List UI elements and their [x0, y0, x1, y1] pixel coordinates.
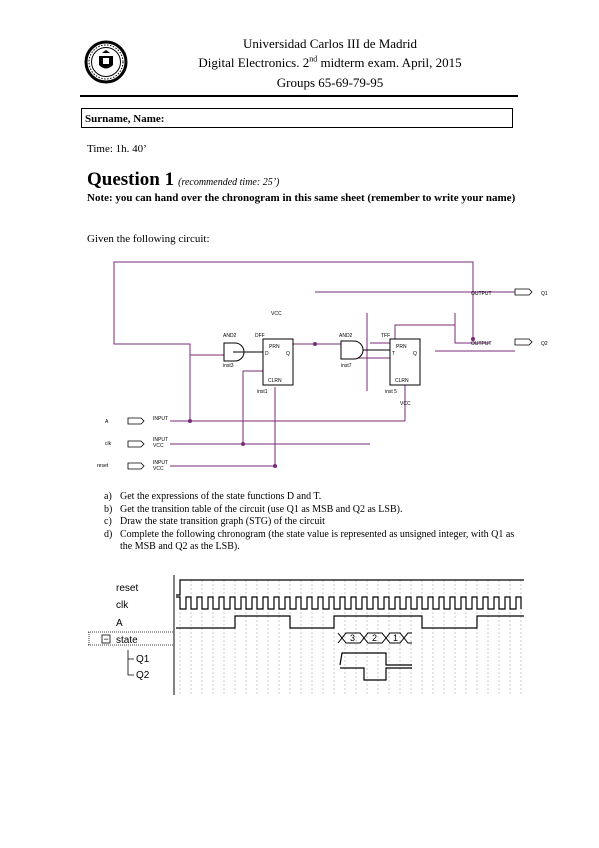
- time-limit: Time: 1h. 40’: [87, 143, 147, 155]
- collapse-state-icon: [101, 634, 111, 644]
- output-q2-symbol: OUTPUT: [471, 341, 492, 347]
- groups: Groups 65-69-79-95: [276, 75, 384, 90]
- and-gate-2: [340, 340, 364, 360]
- reset-waveform: [176, 579, 524, 596]
- dff-prn: PRN: [269, 344, 280, 350]
- a-waveform: [176, 615, 524, 629]
- tff-inst: inst 5: [385, 389, 397, 395]
- output-q1-symbol: OUTPUT: [471, 291, 492, 297]
- input-a-label: A: [105, 419, 109, 425]
- signal-reset-label: reset: [116, 583, 138, 594]
- vcc-label-1: VCC: [271, 311, 282, 317]
- gate-label-2: AND2: [339, 333, 353, 339]
- university-logo: [84, 40, 128, 84]
- dff-type: DFF: [255, 333, 265, 339]
- question-item: d)Complete the following chronogram (the…: [104, 528, 515, 553]
- gate-inst-1: inst3: [223, 363, 234, 369]
- circuit-diagram: VCC VCC AND2 AND2 inst3 inst7 DFF TFF PR…: [97, 261, 548, 472]
- question-heading: Question 1 (recommended time: 25’): [87, 169, 280, 190]
- input-reset-vcc: VCC: [153, 466, 164, 472]
- signal-a-label: A: [116, 618, 123, 629]
- input-clk-symbol: INPUT: [153, 437, 168, 443]
- tff-type: TFF: [381, 333, 390, 339]
- input-clk-label: clk: [105, 441, 112, 447]
- q2-waveform: [340, 667, 412, 681]
- q1-waveform: [339, 652, 412, 666]
- tff-clrn: CLRN: [395, 378, 409, 384]
- tff-t-pin: T: [392, 351, 395, 357]
- input-reset-symbol: INPUT: [153, 460, 168, 466]
- signal-q2-label: Q2: [136, 670, 150, 681]
- question-items: a)Get the expressions of the state funct…: [104, 491, 524, 554]
- university-name: Universidad Carlos III de Madrid: [242, 36, 417, 51]
- dff-inst: inst1: [257, 389, 268, 395]
- state-bus: [337, 632, 412, 644]
- header-rule: [80, 95, 518, 97]
- tff-prn: PRN: [396, 344, 407, 350]
- state-value-3: 1: [393, 633, 398, 643]
- state-value-2: 2: [372, 633, 377, 643]
- collapse-state-symbol: −: [104, 634, 109, 644]
- signal-clk-label: clk: [116, 600, 129, 611]
- gate-inst-2: inst7: [341, 363, 352, 369]
- vcc-label-2: VCC: [400, 401, 411, 407]
- question-intro: Given the following circuit:: [87, 233, 210, 245]
- dff: [262, 338, 294, 386]
- input-clk-vcc: VCC: [153, 443, 164, 449]
- dff-clrn: CLRN: [268, 378, 282, 384]
- state-value-1: 3: [350, 633, 355, 643]
- tff: [389, 338, 421, 386]
- question-note: Note: you can hand over the chronogram i…: [87, 192, 516, 204]
- signal-state-label: state: [116, 635, 138, 646]
- signal-q1-label: Q1: [136, 654, 150, 665]
- tff-q-pin: Q: [413, 351, 417, 357]
- output-q1-label: Q1: [541, 291, 548, 297]
- name-field[interactable]: Surname, Name:: [81, 108, 513, 128]
- dff-d-pin: D: [265, 351, 269, 357]
- question-item: c)Draw the state transition graph (STG) …: [104, 516, 325, 527]
- clk-waveform: [176, 596, 522, 610]
- input-reset-label: reset: [97, 463, 109, 469]
- exam-title: Digital Electronics. 2nd midterm exam. A…: [198, 54, 462, 70]
- dff-q-pin: Q: [286, 351, 290, 357]
- question-item: b)Get the transition table of the circui…: [104, 503, 403, 515]
- input-a-symbol: INPUT: [153, 416, 168, 422]
- chronogram: reset clk A state Q1 Q2 − 3 2 1: [88, 575, 524, 695]
- question-item: a)Get the expressions of the state funct…: [104, 491, 322, 502]
- gate-label-1: AND2: [223, 333, 237, 339]
- output-q2-label: Q2: [541, 341, 548, 347]
